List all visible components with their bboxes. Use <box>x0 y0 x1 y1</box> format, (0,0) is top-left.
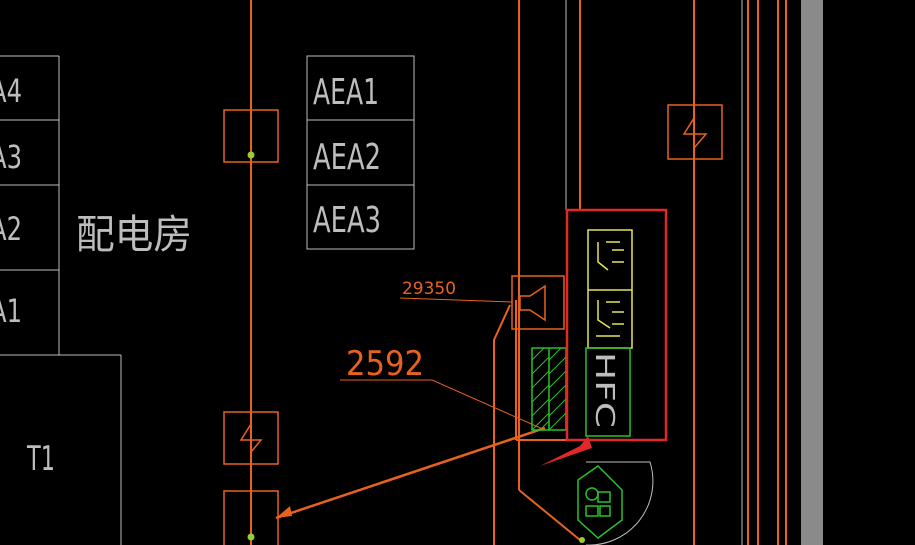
dimension-large-leader <box>340 379 546 431</box>
right-orange-lines <box>518 0 787 545</box>
right-grey-lines <box>565 0 743 545</box>
green-hatch-block <box>531 347 567 431</box>
zigzag-break-icon <box>667 104 723 160</box>
fire-symbol-dot <box>579 537 585 543</box>
fire-extinguisher-icon <box>577 465 623 539</box>
highlight-rectangle <box>565 208 668 442</box>
dimension-small: 29350 <box>402 279 456 299</box>
center-panel-aea3: AEA3 <box>313 200 381 241</box>
dimension-small-leader <box>399 297 513 303</box>
diagonal-arrow-head <box>276 506 292 518</box>
transformer-label: T1 <box>26 439 55 479</box>
right-grey-bar <box>801 0 823 545</box>
hfc-device-text: HFC <box>589 352 619 428</box>
duct-dot-upper <box>247 151 255 159</box>
duct-dot-lower <box>247 533 255 541</box>
center-panel-aea2: AEA2 <box>313 137 381 178</box>
left-panel-label-a2: A2 <box>0 210 22 248</box>
room-name: 配电房 <box>76 212 192 258</box>
diagonal-leader-line <box>275 426 546 520</box>
duct-box-upper <box>223 109 279 163</box>
switch-symbol-icon <box>587 229 633 349</box>
duct-box-lower <box>223 490 279 545</box>
left-panel-label-a4: A4 <box>0 72 22 110</box>
zigzag-break-icon <box>223 411 279 465</box>
door-arc <box>586 461 654 545</box>
center-panel-aea1: AEA1 <box>313 72 379 113</box>
dimension-large: 2592 <box>346 344 424 384</box>
speaker-icon <box>511 275 565 330</box>
left-panel-label-a1: A1 <box>0 292 22 330</box>
left-panel-column <box>0 55 122 545</box>
hfc-device-box <box>585 347 631 437</box>
highlight-arrow <box>540 436 592 466</box>
left-panel-label-a3: A3 <box>0 138 22 176</box>
center-panel-grid <box>306 55 415 250</box>
